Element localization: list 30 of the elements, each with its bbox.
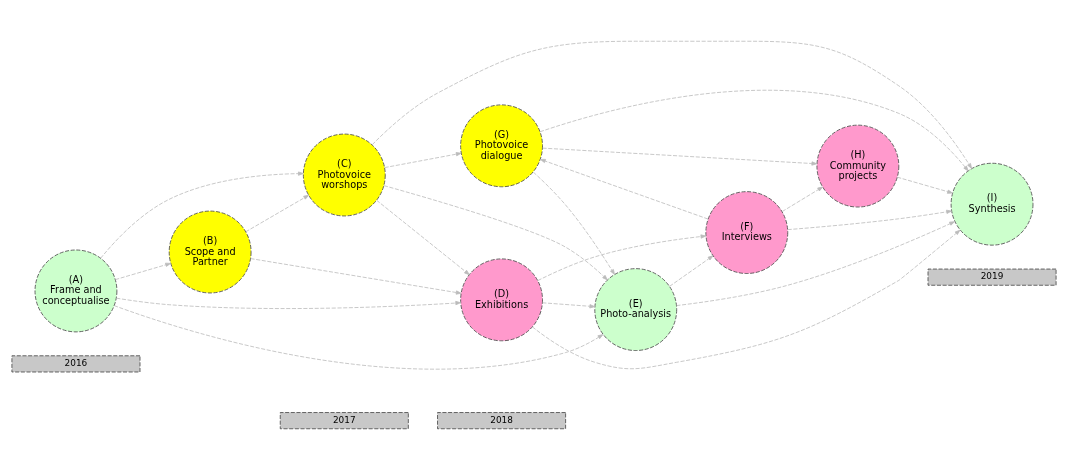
arrow <box>781 186 824 212</box>
arrow <box>542 147 818 166</box>
arrow <box>676 220 955 306</box>
node-circle: (A) Frame and conceptualise <box>34 249 118 332</box>
node-box: 2019 <box>927 268 1057 286</box>
node-box: 2018 <box>437 411 567 429</box>
arrow <box>245 194 310 232</box>
arrow <box>539 89 969 171</box>
arrow <box>250 257 462 295</box>
arrow <box>383 184 608 280</box>
node-circle: (D) Exhibitions <box>460 258 543 341</box>
node-box: 2016 <box>11 354 141 372</box>
node-circle: (G) Photovoice dialogue <box>460 103 543 187</box>
arrow <box>540 158 709 219</box>
arrow <box>100 171 304 259</box>
arrow <box>115 262 171 280</box>
arrow <box>542 301 596 308</box>
node-circle: (B) Scope and Partner <box>168 210 252 293</box>
arrow <box>533 171 615 275</box>
arrow <box>669 254 714 287</box>
arrow <box>116 297 462 309</box>
arrow <box>113 304 604 370</box>
arrow <box>384 151 462 168</box>
arrow <box>537 233 707 281</box>
arrow <box>896 176 953 194</box>
arrow <box>376 199 470 275</box>
arrow <box>787 209 952 230</box>
node-box: 2017 <box>279 411 409 429</box>
arrow <box>371 40 973 169</box>
arrow <box>532 229 961 369</box>
